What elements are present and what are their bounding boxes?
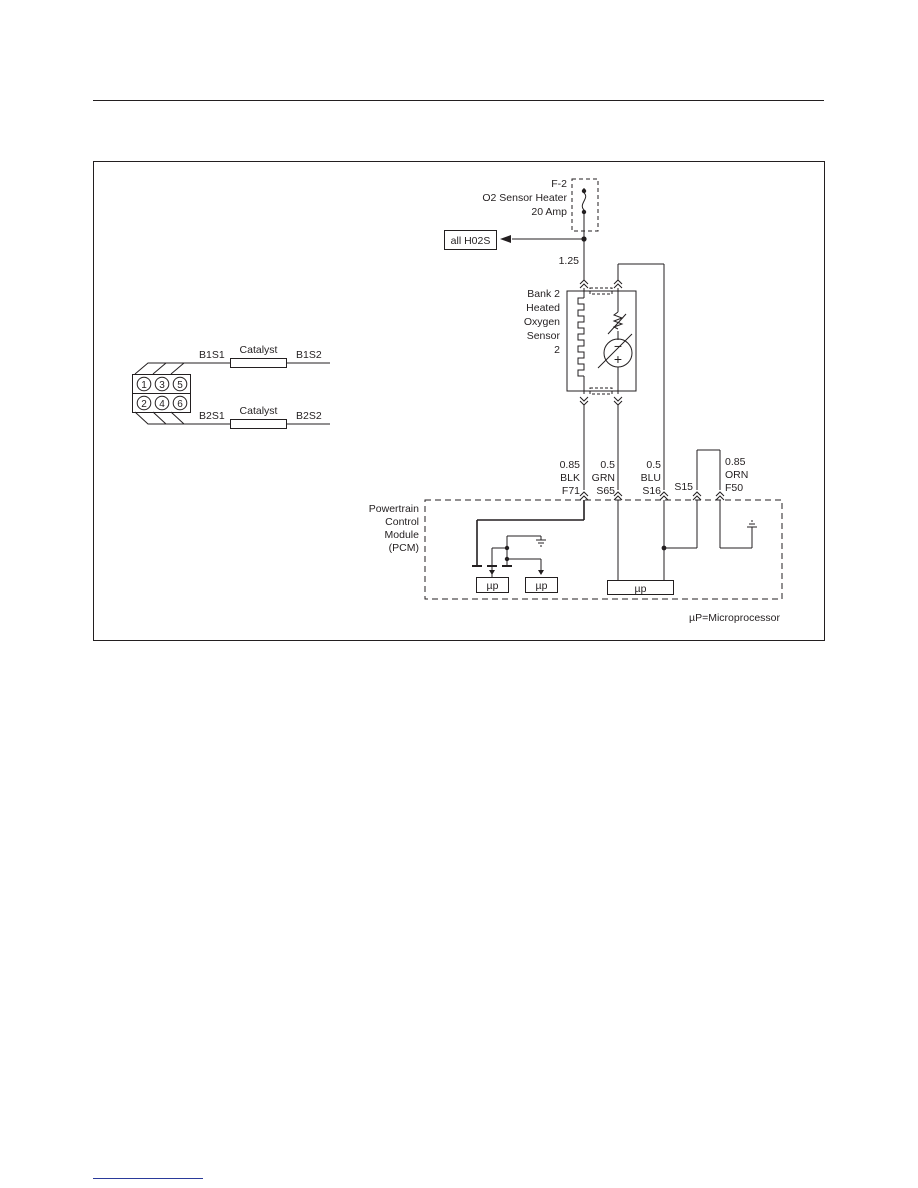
wire-grn-color: GRN [592, 472, 615, 484]
wire-blu-pin: S16 [642, 485, 661, 497]
cyl-2: 2 [141, 399, 147, 410]
footer-link-underline[interactable] [93, 1178, 203, 1179]
pcm-module: Powertrain Control Module (PCM) [369, 499, 783, 600]
sensor-label-line2: Heated [526, 302, 560, 314]
wire-blu-color: BLU [641, 472, 661, 484]
sensor-bottom-connector [579, 396, 623, 490]
sensor-label-line4: Sensor [527, 330, 561, 342]
wire-s15-pin: S15 [674, 481, 693, 493]
engine-bank-map: 1 3 5 2 4 6 B1S1 Catalyst B1S2 B2S1 Cata… [132, 344, 330, 429]
wire-orn-color: ORN [725, 469, 748, 481]
bank2-downstream-label: B2S2 [296, 410, 322, 422]
cyl-4: 4 [159, 399, 165, 410]
fuse-label-line2: O2 Sensor Heater [482, 192, 567, 204]
sensor-label-line3: Oxygen [524, 316, 560, 328]
bank2-upstream-label: B2S1 [199, 410, 225, 422]
wire-grn-pin: S65 [596, 485, 615, 497]
pcm-label-line1: Powertrain [369, 503, 419, 515]
pcm-label-line2: Control [385, 516, 419, 528]
diagram-frame [93, 161, 825, 641]
sensor-label-line5: 2 [554, 344, 560, 356]
s15-f50-loop [696, 449, 721, 490]
splice-box-label: all H02S [451, 235, 491, 247]
cyl-3: 3 [159, 380, 165, 391]
pcm-label-line3: Module [385, 529, 420, 541]
wire-blu-gauge: 0.5 [646, 459, 661, 471]
wire-labels: 0.85 BLK F71 0.5 GRN S65 0.5 BLU S16 S15… [560, 456, 749, 497]
wire-blk-color: BLK [560, 472, 580, 484]
bank1-downstream-label: B1S2 [296, 349, 322, 361]
wire-blk-pin: F71 [562, 485, 580, 497]
header-rule [93, 100, 824, 101]
fuse-f2: F-2 O2 Sensor Heater 20 Amp [482, 178, 599, 238]
wire-grn-gauge: 0.5 [600, 459, 615, 471]
pcm-micro-right: µp [635, 583, 647, 595]
wire-orn-gauge: 0.85 [725, 456, 746, 468]
sensor-plus: + [614, 351, 622, 367]
pcm-connectors [579, 491, 725, 501]
top-wire-gauge: 1.25 [559, 255, 580, 267]
sensor-top-connector [579, 263, 665, 490]
pcm-micro-mid: µp [536, 580, 548, 592]
cyl-5: 5 [177, 380, 183, 391]
sensor-minus: − [614, 338, 622, 354]
bank2-sensor2: − + Bank 2 Heated Oxygen Sensor 2 [524, 287, 637, 395]
splice-all-h02s: all H02S 1.25 [444, 230, 587, 280]
bank1-catalyst-label: Catalyst [240, 344, 278, 356]
sensor-label-line1: Bank 2 [527, 288, 560, 300]
wire-blk-gauge: 0.85 [560, 459, 581, 471]
bank2-catalyst-label: Catalyst [240, 405, 278, 417]
wire-orn-pin: F50 [725, 482, 743, 494]
pcm-micro-left: µp [487, 580, 499, 592]
fuse-label-line3: 20 Amp [531, 206, 567, 218]
legend-microprocessor: µP=Microprocessor [689, 612, 780, 624]
cyl-6: 6 [177, 399, 183, 410]
cyl-1: 1 [141, 380, 147, 391]
bank1-upstream-label: B1S1 [199, 349, 225, 361]
fuse-label-line1: F-2 [551, 178, 567, 190]
pcm-label-line4: (PCM) [389, 542, 419, 554]
